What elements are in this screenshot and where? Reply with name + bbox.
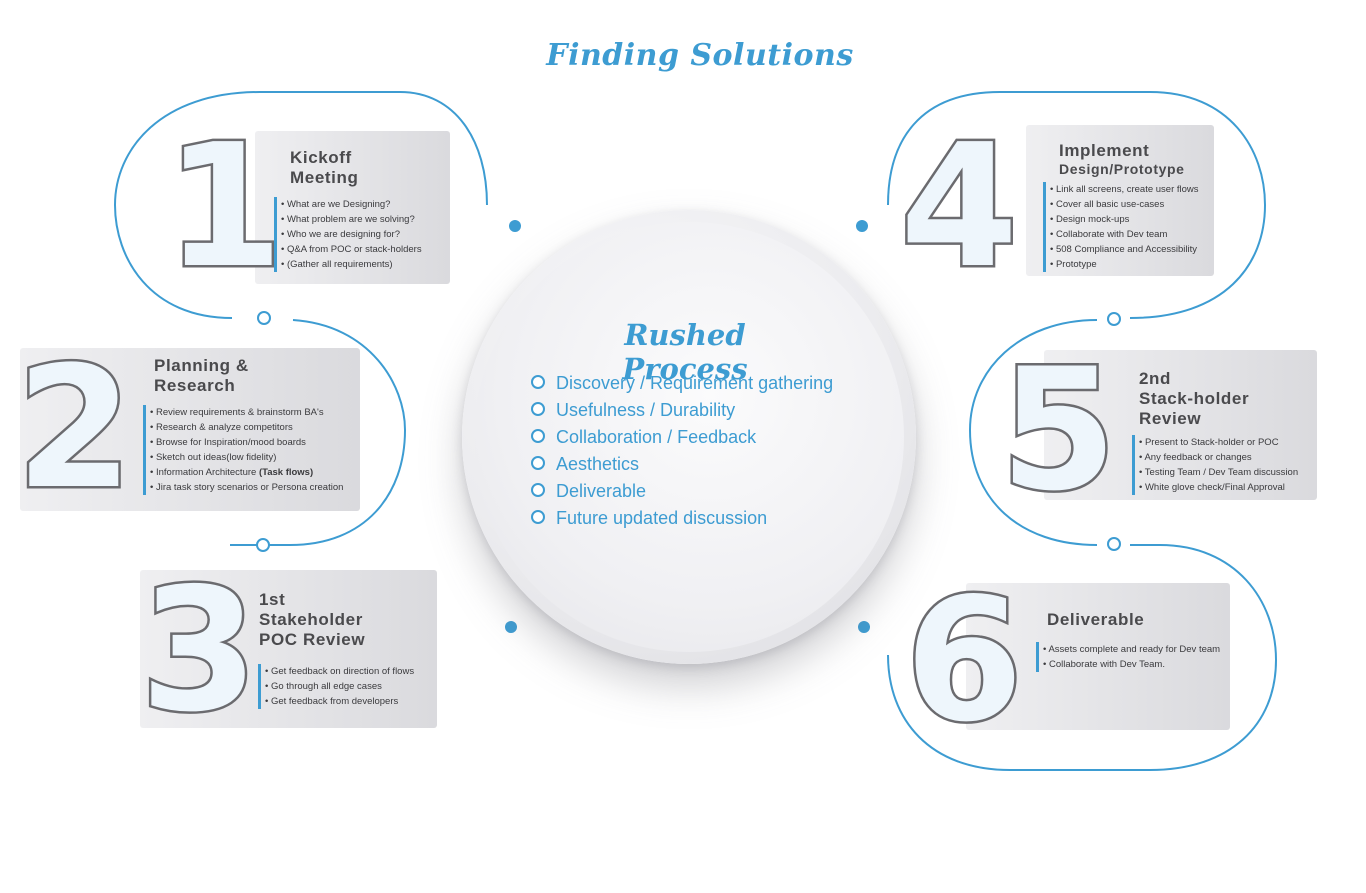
- hub-item-label: Discovery / Requirement gathering: [556, 373, 834, 393]
- connector-ring: [1107, 312, 1121, 326]
- step-list-item: Assets complete and ready for Dev team: [1043, 642, 1220, 657]
- step-number-4: 4: [897, 108, 1020, 306]
- connector-loop-5: [968, 319, 1098, 546]
- step-list-item: Get feedback on direction of flows: [265, 664, 414, 679]
- connector-loop-2: [230, 319, 407, 546]
- step-list-item: (Gather all requirements): [281, 257, 422, 272]
- ring-bullet-icon: [531, 375, 545, 389]
- step-list-item: Testing Team / Dev Team discussion: [1139, 465, 1298, 480]
- step-list-item: 508 Compliance and Accessibility: [1050, 242, 1199, 257]
- ring-bullet-icon: [531, 429, 545, 443]
- step-list-item: What problem are we solving?: [281, 212, 422, 227]
- ring-bullet-icon: [531, 483, 545, 497]
- step-list-item: Cover all basic use-cases: [1050, 197, 1199, 212]
- step-title-line: Research: [154, 376, 236, 395]
- step-list-3: Get feedback on direction of flows Go th…: [258, 664, 414, 709]
- step-title-5: 2nd Stack-holder Review: [1139, 369, 1249, 429]
- step-title-line: 2nd: [1139, 369, 1172, 388]
- step-title-6: Deliverable: [1047, 610, 1144, 630]
- step-title-line: Review: [1139, 409, 1202, 428]
- hub-item-label: Deliverable: [556, 481, 647, 501]
- step-title-line: Implement: [1059, 141, 1150, 160]
- step-list-2: Review requirements & brainstorm BA's Re…: [143, 405, 343, 495]
- hub-item: Collaboration / Feedback: [530, 424, 833, 451]
- step-list-1: What are we Designing? What problem are …: [274, 197, 422, 272]
- step-list-item: Get feedback from developers: [265, 694, 414, 709]
- connector-loop-4: [887, 91, 1267, 319]
- connector-dot: [509, 220, 521, 232]
- step-list-item: Go through all edge cases: [265, 679, 414, 694]
- step-number-1: 1: [162, 108, 285, 306]
- step-title-line: Deliverable: [1047, 610, 1145, 629]
- step-title-line: Stakeholder: [259, 610, 363, 629]
- connector-dot: [858, 621, 870, 633]
- hub-item: Discovery / Requirement gathering: [530, 370, 833, 397]
- step-title-3: 1st Stakeholder POC Review: [259, 590, 365, 650]
- step-list-item: Collaborate with Dev team: [1050, 227, 1199, 242]
- step-title-line: Kickoff: [290, 148, 352, 167]
- hub-item-label: Collaboration / Feedback: [556, 427, 757, 447]
- step-list-5: Present to Stack-holder or POC Any feedb…: [1132, 435, 1298, 495]
- step-title-line: Stack-holder: [1139, 389, 1250, 408]
- step-title-1: Kickoff Meeting: [290, 148, 358, 188]
- step-list-item: White glove check/Final Approval: [1139, 480, 1298, 495]
- connector-ring: [1107, 537, 1121, 551]
- ring-bullet-icon: [531, 456, 545, 470]
- step-list-6: Assets complete and ready for Dev team C…: [1036, 642, 1220, 672]
- step-title-line: POC Review: [259, 630, 366, 649]
- step-list-item: Present to Stack-holder or POC: [1139, 435, 1298, 450]
- step-list-item: Link all screens, create user flows: [1050, 182, 1199, 197]
- step-title-line: Design/Prototype: [1059, 161, 1185, 177]
- central-hub-inner: [474, 222, 904, 652]
- step-title-line: 1st: [259, 590, 286, 609]
- hub-item: Deliverable: [530, 478, 833, 505]
- step-number-5: 5: [998, 332, 1120, 528]
- step-list-item: Prototype: [1050, 257, 1199, 272]
- step-number-6: 6: [902, 562, 1025, 760]
- step-list-item: Q&A from POC or stack-holders: [281, 242, 422, 257]
- step-list-item: Who we are designing for?: [281, 227, 422, 242]
- connector-ring: [256, 538, 270, 552]
- page-title: Finding Solutions: [546, 38, 854, 73]
- connector-dot: [856, 220, 868, 232]
- step-number-2: 2: [14, 330, 136, 526]
- step-title-line: Meeting: [290, 168, 359, 187]
- connector-loop-6: [887, 544, 1278, 771]
- ring-bullet-icon: [531, 510, 545, 524]
- connector-ring: [257, 311, 271, 325]
- step-list-item: Review requirements & brainstorm BA's: [150, 405, 343, 420]
- step-list-item: Collaborate with Dev Team.: [1043, 657, 1220, 672]
- step-list-item: Browse for Inspiration/mood boards: [150, 435, 343, 450]
- step-number-3: 3: [137, 552, 260, 750]
- step-list-item: What are we Designing?: [281, 197, 422, 212]
- connector-dot: [505, 621, 517, 633]
- step-list-item: Any feedback or changes: [1139, 450, 1298, 465]
- step-list-item-bold: (Task flows): [258, 467, 314, 478]
- step-list-item-text: Information Architecture: [155, 467, 257, 478]
- step-title-2: Planning & Research: [154, 356, 249, 396]
- hub-item-label: Future updated discussion: [556, 508, 768, 528]
- step-list-item: Research & analyze competitors: [150, 420, 343, 435]
- hub-item: Aesthetics: [530, 451, 833, 478]
- step-list-item: Sketch out ideas(low fidelity): [150, 450, 343, 465]
- step-list-item: Design mock-ups: [1050, 212, 1199, 227]
- step-list-item: Information Architecture (Task flows): [150, 465, 343, 480]
- connector-loop-1: [113, 91, 488, 319]
- step-title-line: Planning &: [154, 356, 249, 375]
- hub-title: Rushed Process: [622, 318, 748, 386]
- step-title-4: Implement Design/Prototype: [1059, 141, 1185, 178]
- hub-item-label: Usefulness / Durability: [556, 400, 736, 420]
- hub-item: Future updated discussion: [530, 505, 833, 532]
- step-list-4: Link all screens, create user flows Cove…: [1043, 182, 1199, 272]
- ring-bullet-icon: [531, 402, 545, 416]
- hub-item-label: Aesthetics: [556, 454, 640, 474]
- hub-item: Usefulness / Durability: [530, 397, 833, 424]
- step-list-item: Jira task story scenarios or Persona cre…: [150, 480, 343, 495]
- hub-list: Discovery / Requirement gathering Useful…: [530, 370, 833, 532]
